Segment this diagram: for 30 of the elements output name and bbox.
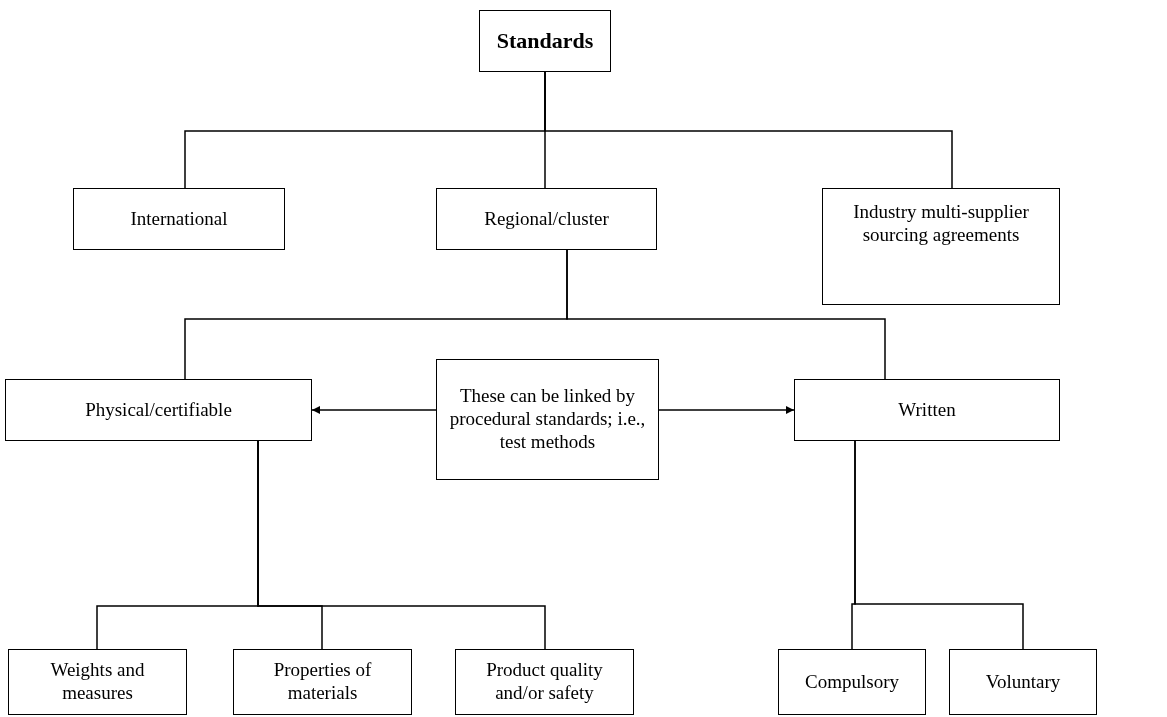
connector-line [854, 440, 1024, 650]
box [233, 649, 412, 715]
box [822, 188, 1060, 305]
box-label: Standards [496, 27, 594, 55]
arrow [311, 406, 437, 414]
box [8, 649, 187, 715]
arrow [658, 406, 795, 414]
box-label: Weights and measures [49, 659, 146, 705]
connector-line [257, 440, 546, 650]
box [778, 649, 926, 715]
box [436, 188, 657, 250]
box-label: Compulsory [805, 670, 899, 694]
box-label: International [130, 207, 228, 231]
box-label: These can be linked by procedural standards; i.e., test methods [448, 385, 647, 454]
box [455, 649, 634, 715]
box [73, 188, 285, 250]
connector-line [566, 249, 886, 380]
box-label: Properties of materials [272, 659, 373, 705]
box-label: Voluntary [985, 670, 1061, 694]
box-label: Regional/cluster [484, 207, 609, 231]
box-label: Physical/certifiable [85, 398, 232, 422]
box [479, 10, 611, 72]
box-label: Industry multi-supplier sourcing agreements [852, 201, 1030, 247]
box [949, 649, 1097, 715]
connector-line [544, 71, 953, 189]
box-label: Written [898, 398, 956, 422]
box [436, 359, 659, 480]
box [794, 379, 1060, 441]
box [5, 379, 312, 441]
box-label: Product quality and/or safety [485, 659, 604, 705]
